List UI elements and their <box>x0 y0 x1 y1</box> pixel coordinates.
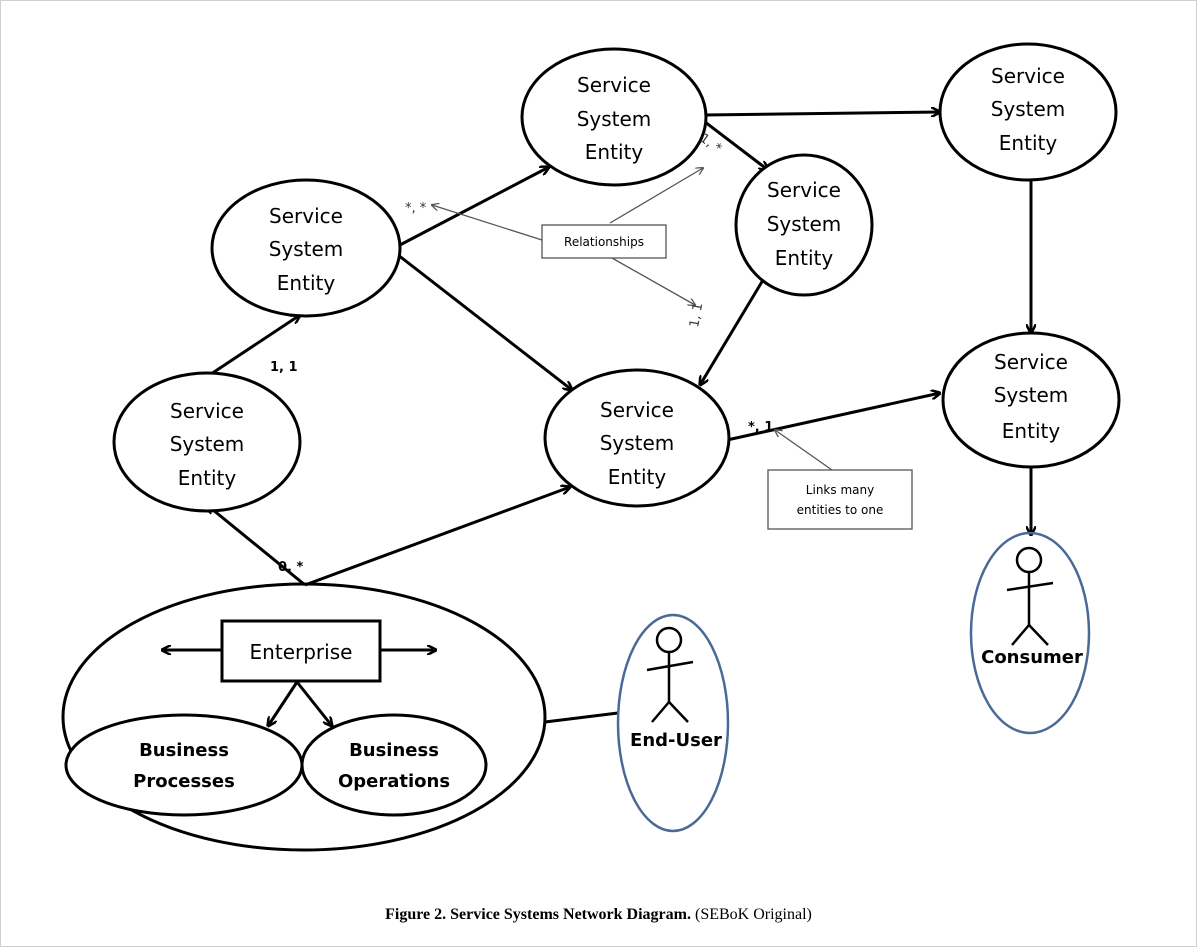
entity-ellipse <box>938 42 1118 182</box>
consumer-actor[interactable]: Consumer <box>969 531 1091 735</box>
end-user-ellipse <box>616 613 730 833</box>
relationships-box <box>541 224 667 259</box>
entity-label-line2: System <box>991 97 1066 121</box>
consumer-label: Consumer <box>981 647 1083 668</box>
connector-e1-e2 <box>204 315 300 380</box>
entity-label-line2: System <box>269 237 344 261</box>
business-operations-line2: Operations <box>338 771 450 792</box>
callout-lines <box>432 168 833 471</box>
business-processes-line1: Business <box>139 740 229 761</box>
business-processes[interactable]: Business Processes <box>64 713 304 817</box>
business-processes-line2: Processes <box>133 771 235 792</box>
end-user-label: End-User <box>630 730 722 751</box>
entity-service-system-3[interactable]: Service System Entity <box>520 47 708 187</box>
connector-e3-e6 <box>704 120 768 170</box>
entity-service-system-5[interactable]: Service System Entity <box>543 368 731 508</box>
cardinality-one-one-rotated: 1, 1 <box>687 302 706 329</box>
entity-label-line1: Service <box>994 350 1068 374</box>
entity-service-system-6[interactable]: Service System Entity <box>734 153 874 297</box>
cardinality-star-star: *, * <box>405 201 427 216</box>
business-operations-line1: Business <box>349 740 439 761</box>
entity-label-line1: Service <box>577 73 651 97</box>
cardinality-one-one: 1, 1 <box>270 360 298 375</box>
cardinality-star-one: *, 1 <box>748 420 773 435</box>
enterprise-box <box>220 619 382 683</box>
business-operations[interactable]: Business Operations <box>300 713 488 817</box>
entity-label-line3: Entity <box>775 246 834 270</box>
connectors <box>162 112 1031 726</box>
caption-source: (SEBoK Original) <box>694 906 812 923</box>
callout-line-star-one <box>775 430 833 471</box>
callout-line-one-star <box>609 168 703 224</box>
figure-caption: Figure 2. Service Systems Network Diagra… <box>0 906 1197 924</box>
callout-line-one-one <box>611 257 695 305</box>
connector-enterprise-enduser <box>544 711 619 724</box>
links-label-line2: entities to one <box>797 503 884 517</box>
end-user-actor[interactable]: End-User <box>616 613 730 833</box>
consumer-ellipse <box>969 531 1091 735</box>
cardinality-zero-star: 0, * <box>278 560 304 575</box>
connector-enterprise-e5 <box>304 487 570 587</box>
person-icon <box>1006 546 1054 646</box>
connector-e2-e3 <box>397 167 549 248</box>
entity-label-line3: Entity <box>999 131 1058 155</box>
entity-service-system-4[interactable]: Service System Entity <box>938 42 1118 182</box>
callout-line-star-star <box>432 205 543 241</box>
links-label-line1: Links many <box>806 483 874 497</box>
entity-label-line3: Entity <box>277 271 336 295</box>
relationships-callout: Relationships <box>541 224 667 259</box>
caption-bold: Figure 2. Service Systems Network Diagra… <box>385 906 691 923</box>
connector-enterprise-processes <box>268 681 299 726</box>
connector-e6-e5 <box>700 274 768 385</box>
links-box <box>767 469 913 530</box>
entity-service-system-7[interactable]: Service System Entity <box>941 331 1121 469</box>
entity-ellipse <box>543 368 731 508</box>
entity-label-line1: Service <box>170 399 244 423</box>
entity-label-line2: System <box>994 383 1069 407</box>
enterprise-group[interactable]: Enterprise <box>61 582 547 852</box>
connector-e2-e5 <box>397 253 572 390</box>
connector-enterprise-operations <box>295 681 332 726</box>
entity-label-line2: System <box>170 432 245 456</box>
entity-label-line3: Entity <box>178 466 237 490</box>
enterprise-label: Enterprise <box>250 640 353 664</box>
entity-label-line3: Entity <box>585 140 644 164</box>
entity-ellipse <box>210 178 402 318</box>
links-callout: Links many entities to one <box>767 469 913 530</box>
entity-label-line2: System <box>577 107 652 131</box>
entity-service-system-1[interactable]: Service System Entity <box>112 371 302 513</box>
entity-label-line1: Service <box>767 178 841 202</box>
entity-label-line1: Service <box>600 398 674 422</box>
entity-label-line1: Service <box>991 64 1065 88</box>
connector-enterprise-e1 <box>207 505 306 587</box>
entity-label-line1: Service <box>269 204 343 228</box>
entity-service-system-2[interactable]: Service System Entity <box>210 178 402 318</box>
entity-label-line3: Entity <box>608 465 667 489</box>
person-icon <box>646 626 694 723</box>
entity-ellipse <box>734 153 874 297</box>
entity-ellipse <box>941 331 1121 469</box>
entity-label-line2: System <box>600 431 675 455</box>
connector-e5-e7 <box>726 393 940 442</box>
enterprise-ellipse <box>61 582 547 852</box>
entity-ellipse <box>112 371 302 513</box>
entity-label-line2: System <box>767 212 842 236</box>
business-operations-ellipse <box>300 713 488 817</box>
relationships-label: Relationships <box>564 235 644 249</box>
business-processes-ellipse <box>64 713 304 817</box>
entity-ellipse <box>520 47 708 187</box>
connector-e3-e4 <box>704 112 940 115</box>
entity-label-line3: Entity <box>1002 419 1061 443</box>
